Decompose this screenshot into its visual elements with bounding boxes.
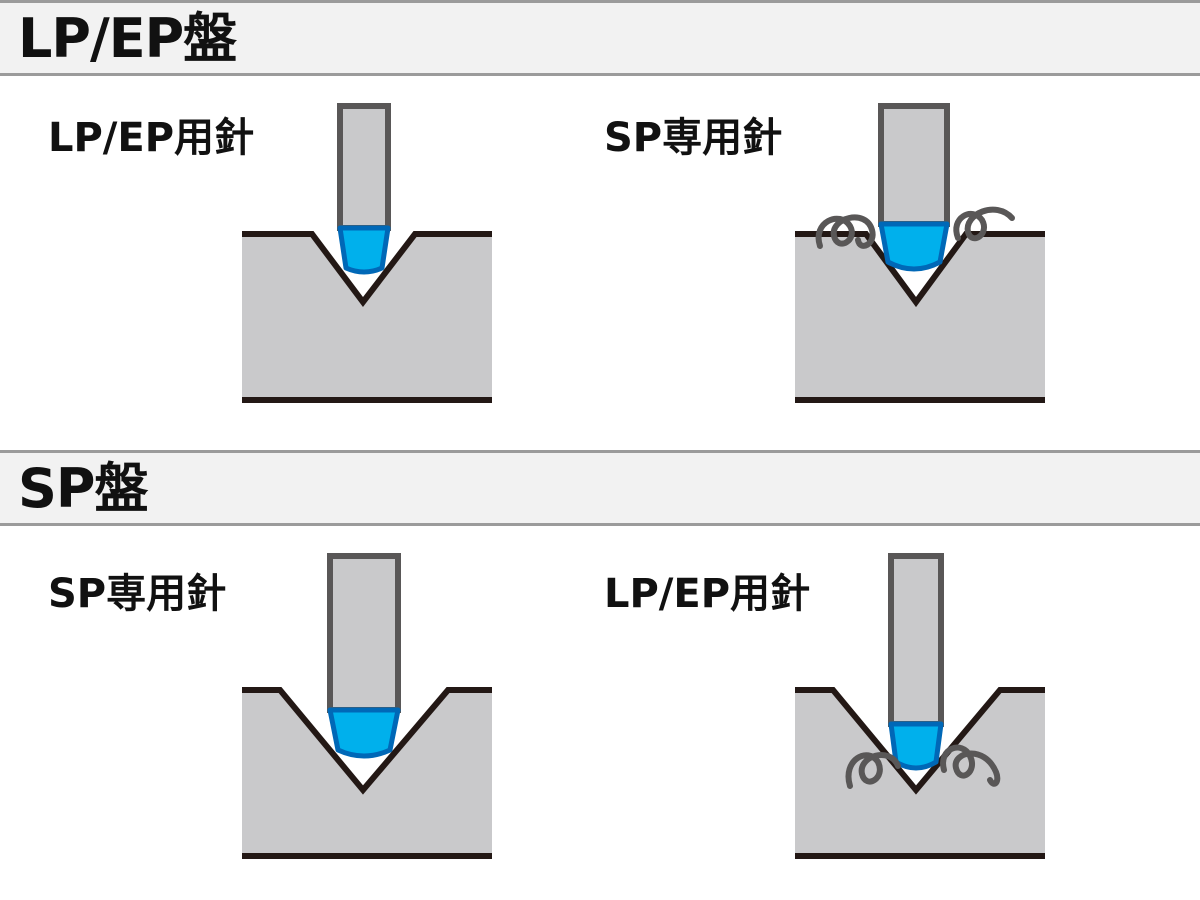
stylus-tip [878,221,950,272]
section-title-lp-ep: LP/EP盤 [18,7,237,70]
record-groove-surface [795,231,1045,308]
stylus-shank [878,103,950,227]
record-groove-surface [242,231,492,307]
debris-curl-right [953,206,1015,242]
record-cross-section [795,690,1045,856]
debris-curl-left [845,752,901,789]
section-header-lp-ep: LP/EP盤 [0,0,1200,76]
label-lp-ep-stylus-on-lp: LP/EP用針 [48,115,255,161]
debris-curl-left [815,214,876,249]
stylus-tip [337,225,391,275]
label-lp-ep-stylus-on-sp: LP/EP用針 [604,571,811,617]
section-title-sp: SP盤 [18,457,148,520]
record-cross-section [242,234,492,400]
record-groove-surface [242,687,492,795]
debris-curl-right [940,744,1001,787]
record-cross-section [242,690,492,856]
section-header-sp: SP盤 [0,450,1200,526]
label-sp-stylus-on-lp: SP専用針 [604,115,783,161]
label-sp-stylus-on-sp: SP専用針 [48,571,227,617]
record-cross-section [795,234,1045,400]
stylus-tip [327,707,401,759]
record-groove-surface [795,687,1045,795]
stylus-shank [888,553,944,727]
